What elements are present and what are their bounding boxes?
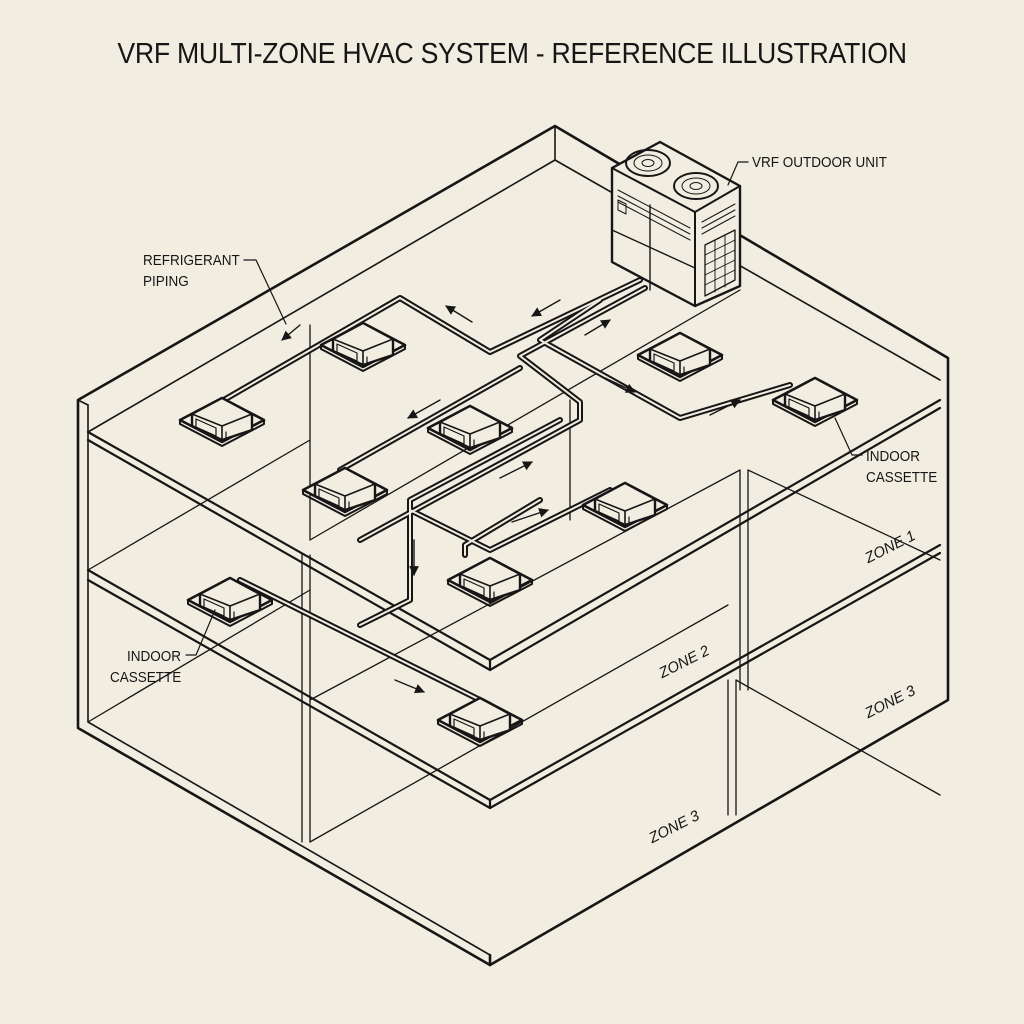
leader-lines: [185, 161, 863, 656]
refrigerant-piping-label-line1: REFRIGERANT: [143, 252, 240, 269]
indoor-cassette-label-right-line1: INDOOR: [866, 448, 920, 465]
indoor-cassette-label-right-line2: CASSETTE: [866, 469, 938, 486]
indoor-cassette-label-left-line2: CASSETTE: [110, 669, 182, 686]
flow-arrows: [281, 299, 741, 694]
outdoor-unit-label: VRF OUTDOOR UNIT: [752, 154, 887, 171]
floor-slabs: [86, 398, 942, 810]
indoor-cassette-label-left-line1: INDOOR: [127, 648, 181, 665]
vrf-outdoor-unit: [610, 140, 742, 308]
refrigerant-piping-label-line2: PIPING: [143, 273, 189, 290]
interior-walls: [87, 289, 941, 843]
piping-inner-gap: [209, 279, 791, 706]
diagram-title: VRF MULTI-ZONE HVAC SYSTEM - REFERENCE I…: [117, 38, 907, 70]
